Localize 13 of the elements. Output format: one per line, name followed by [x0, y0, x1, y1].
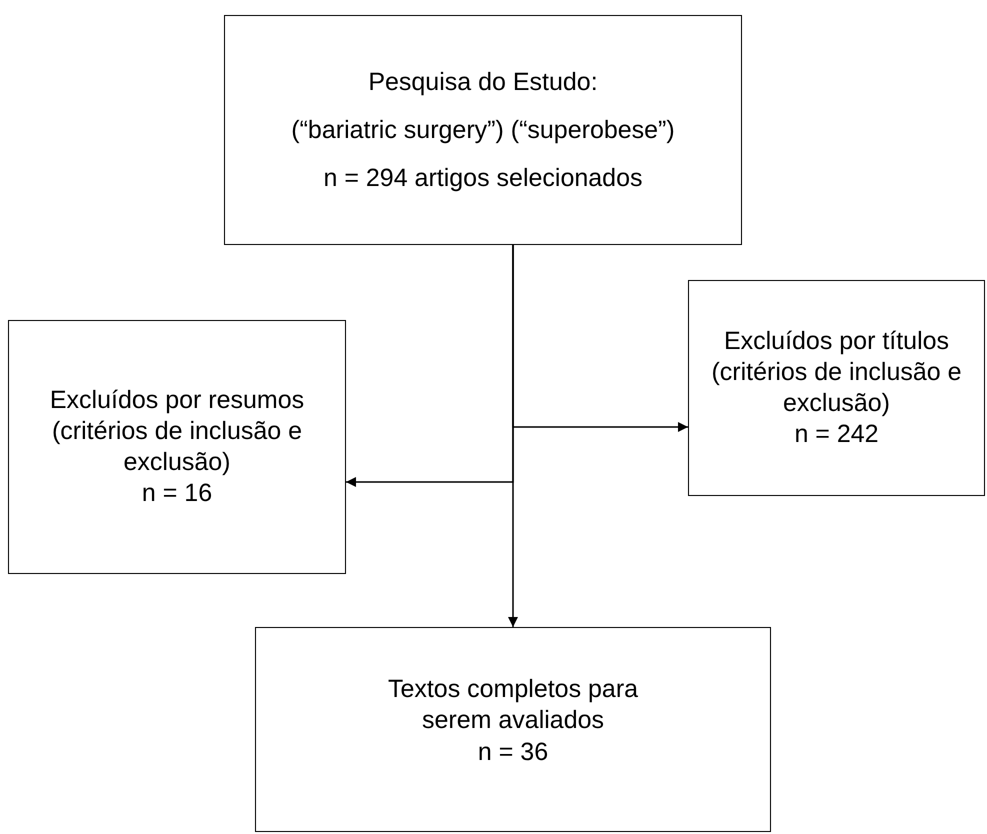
box-text: Pesquisa do Estudo: — [368, 67, 598, 98]
box-text: n = 242 — [794, 419, 879, 450]
process-box — [8, 320, 346, 574]
box-text: n = 294 artigos selecionados — [324, 163, 642, 194]
box-text: Excluídos por títulos (critérios de inclusão e exclusão) — [710, 326, 963, 419]
box-text: n = 16 — [142, 478, 212, 510]
process-box — [688, 280, 985, 496]
arrow — [508, 245, 518, 627]
box-text: (“bariatric surgery”) (“superobese”) — [291, 115, 675, 146]
process-box — [255, 627, 771, 832]
box-text: Excluídos por resumos (critérios de inclusão e exclusão) — [48, 384, 306, 478]
process-box — [224, 15, 742, 245]
box-text: n = 36 — [478, 736, 548, 768]
